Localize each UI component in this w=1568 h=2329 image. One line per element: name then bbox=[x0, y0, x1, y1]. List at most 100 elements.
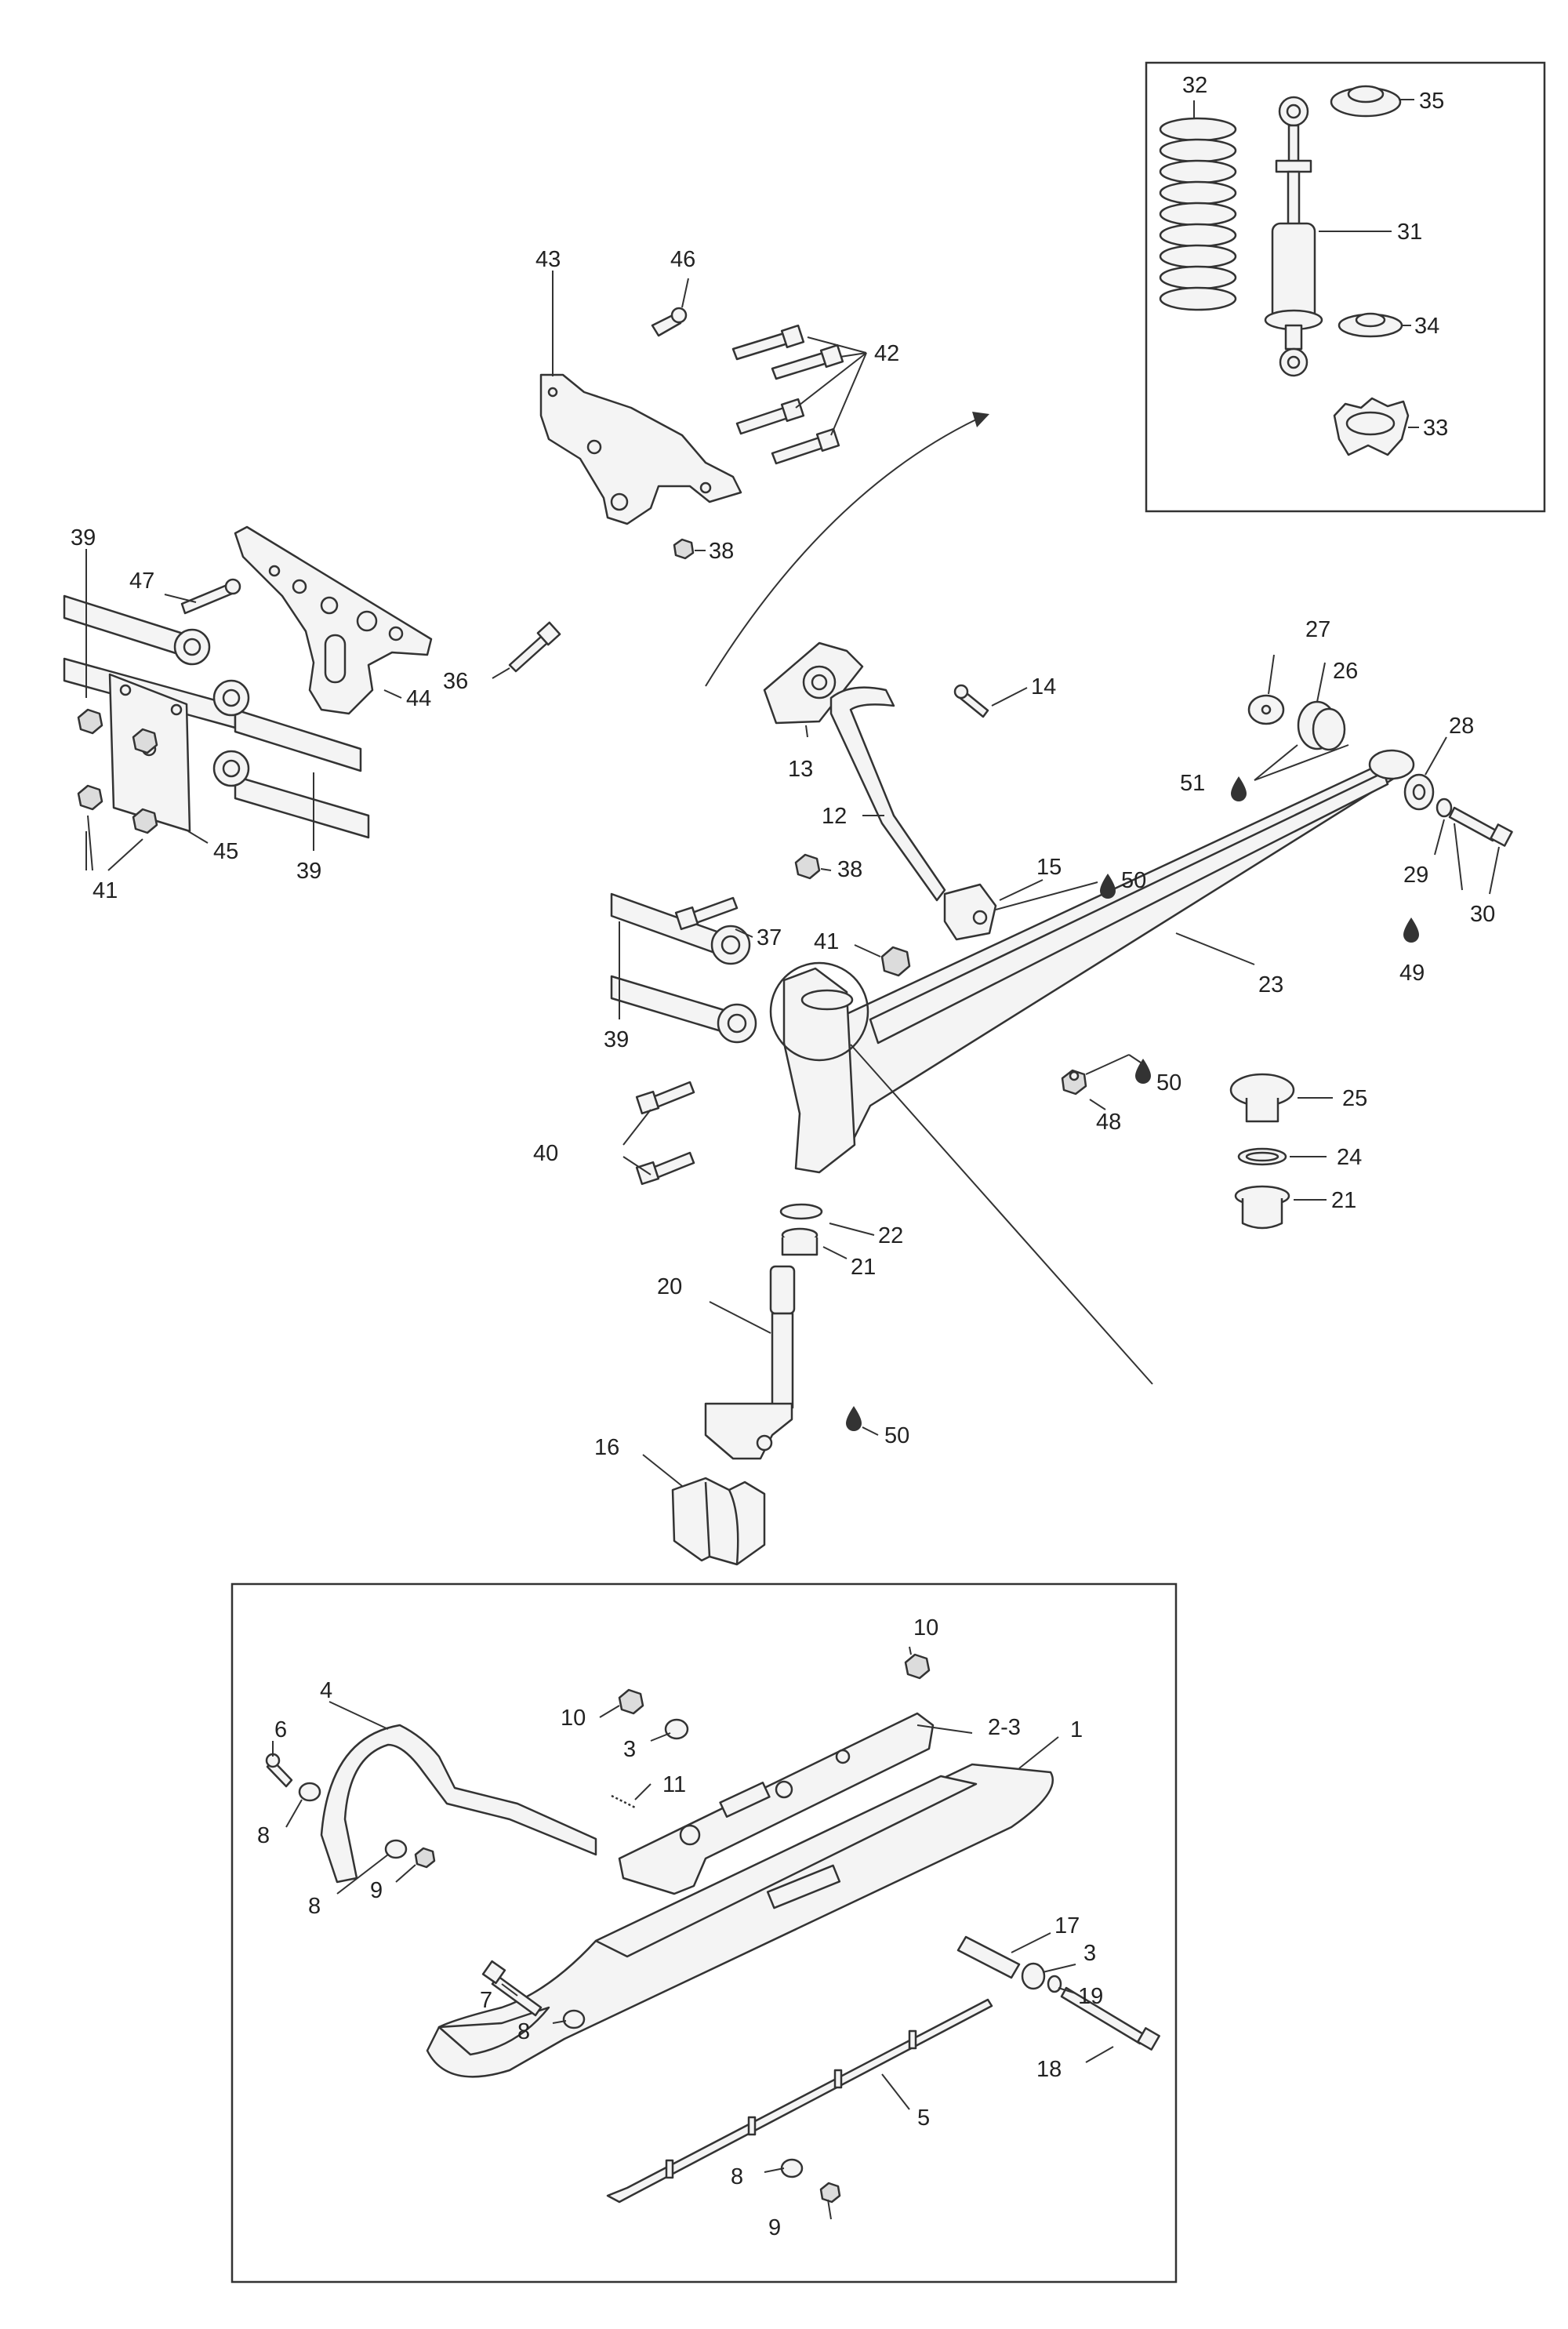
spacer-3-right bbox=[1021, 1962, 1046, 1990]
tubes-39-center bbox=[610, 892, 757, 1044]
shock-absorber-31 bbox=[1264, 96, 1323, 377]
bolt-6 bbox=[265, 1753, 293, 1788]
callout-14: 14 bbox=[1031, 674, 1056, 699]
callout-25: 25 bbox=[1342, 1086, 1367, 1111]
nut-41-center bbox=[880, 946, 911, 977]
callout-39-center: 39 bbox=[604, 1027, 629, 1052]
callout-26: 26 bbox=[1333, 659, 1358, 684]
bolt-36 bbox=[508, 621, 561, 673]
callout-10-right: 10 bbox=[913, 1615, 938, 1640]
nut-38-center bbox=[794, 853, 821, 880]
ski-leg-2-3 bbox=[618, 1712, 935, 1895]
adjuster-cam-33 bbox=[1333, 397, 1410, 456]
nut-38-top bbox=[673, 538, 695, 560]
callout-12: 12 bbox=[822, 804, 847, 829]
callout-3-top: 3 bbox=[623, 1737, 636, 1762]
rivet-47 bbox=[180, 578, 241, 615]
callout-24: 24 bbox=[1337, 1145, 1362, 1170]
nuts-9 bbox=[414, 1847, 841, 2204]
washer-29 bbox=[1436, 798, 1453, 818]
callout-6: 6 bbox=[274, 1717, 287, 1742]
callout-29: 29 bbox=[1403, 863, 1428, 888]
spring-32 bbox=[1159, 117, 1237, 311]
nuts-41-left bbox=[77, 708, 158, 834]
callout-39-bottom-left: 39 bbox=[296, 859, 321, 884]
callout-42: 42 bbox=[874, 341, 899, 366]
bracket-43 bbox=[539, 373, 742, 525]
callout-31: 31 bbox=[1397, 220, 1422, 245]
spacer-3-top bbox=[664, 1718, 689, 1740]
callout-8-mid-left: 8 bbox=[308, 1894, 321, 1919]
bushings-left bbox=[173, 628, 250, 787]
callout-9-left: 9 bbox=[370, 1878, 383, 1903]
ski-1 bbox=[426, 1763, 1054, 2078]
callout-34: 34 bbox=[1414, 314, 1439, 339]
tie-rod-12 bbox=[829, 686, 946, 902]
callout-10-left: 10 bbox=[561, 1706, 586, 1731]
callout-13: 13 bbox=[788, 757, 813, 782]
spindle-20 bbox=[704, 1265, 796, 1460]
callout-16: 16 bbox=[594, 1435, 619, 1460]
callout-51: 51 bbox=[1180, 771, 1205, 796]
callout-15: 15 bbox=[1036, 855, 1062, 880]
callout-7: 7 bbox=[480, 1988, 492, 2013]
bushing-21-right bbox=[1234, 1185, 1290, 1230]
callout-20: 20 bbox=[657, 1274, 682, 1299]
handle-4 bbox=[320, 1724, 597, 1884]
washer-27 bbox=[1247, 694, 1285, 725]
shock-inset-frame bbox=[1145, 61, 1546, 513]
spring-seat-35 bbox=[1330, 85, 1402, 118]
callout-17: 17 bbox=[1054, 1913, 1080, 1938]
grease-fitting-48 bbox=[1061, 1069, 1087, 1095]
bolt-37 bbox=[674, 896, 739, 931]
grease-drop-icon bbox=[846, 1406, 862, 1431]
callout-28: 28 bbox=[1449, 714, 1474, 739]
cap-25 bbox=[1229, 1073, 1295, 1123]
callout-44: 44 bbox=[406, 686, 431, 711]
bushing-21-left bbox=[781, 1227, 818, 1256]
steering-plate-13 bbox=[763, 641, 864, 725]
plate-45 bbox=[108, 673, 191, 833]
callout-4: 4 bbox=[320, 1678, 332, 1703]
rivet-46 bbox=[651, 307, 688, 337]
detail-circle bbox=[769, 961, 869, 1062]
nuts-10 bbox=[618, 1653, 931, 1715]
callout-43: 43 bbox=[535, 247, 561, 272]
callout-47: 47 bbox=[129, 569, 154, 594]
rod-end-15 bbox=[943, 883, 997, 941]
callout-35: 35 bbox=[1419, 89, 1444, 114]
spindle-housing bbox=[782, 967, 856, 1174]
bolt-30 bbox=[1448, 806, 1513, 847]
callout-22: 22 bbox=[878, 1223, 903, 1248]
callout-50-mid: 50 bbox=[1156, 1070, 1181, 1095]
movement-arrow bbox=[705, 419, 977, 687]
callout-46: 46 bbox=[670, 247, 695, 272]
callout-30: 30 bbox=[1470, 902, 1495, 927]
bolts-40 bbox=[635, 1081, 695, 1186]
ring-24 bbox=[1237, 1147, 1287, 1166]
callout-40: 40 bbox=[533, 1141, 558, 1166]
callout-5: 5 bbox=[917, 2106, 930, 2131]
pin-17 bbox=[956, 1935, 1021, 1979]
callout-48: 48 bbox=[1096, 1110, 1121, 1135]
callout-8-bottom: 8 bbox=[731, 2164, 743, 2189]
rivet-14 bbox=[953, 684, 989, 718]
callout-38-top: 38 bbox=[709, 539, 734, 564]
callout-50-top: 50 bbox=[1121, 868, 1146, 893]
callout-18: 18 bbox=[1036, 2057, 1062, 2082]
bolt-18 bbox=[1060, 1986, 1160, 2051]
washers-8 bbox=[298, 1782, 804, 2178]
ski-inset-frame bbox=[230, 1582, 1178, 2284]
callout-39-top-left: 39 bbox=[71, 525, 96, 550]
callout-32: 32 bbox=[1182, 73, 1207, 98]
callout-2-3: 2-3 bbox=[988, 1715, 1021, 1740]
callout-50-bottom: 50 bbox=[884, 1423, 909, 1448]
washer-28 bbox=[1403, 773, 1435, 811]
grease-drop-icon bbox=[1231, 776, 1247, 801]
callout-27: 27 bbox=[1305, 617, 1330, 642]
detail-leader bbox=[850, 1044, 1153, 1385]
ring-22 bbox=[779, 1203, 823, 1220]
callout-36: 36 bbox=[443, 669, 468, 694]
grease-drop-icon bbox=[1403, 917, 1419, 943]
